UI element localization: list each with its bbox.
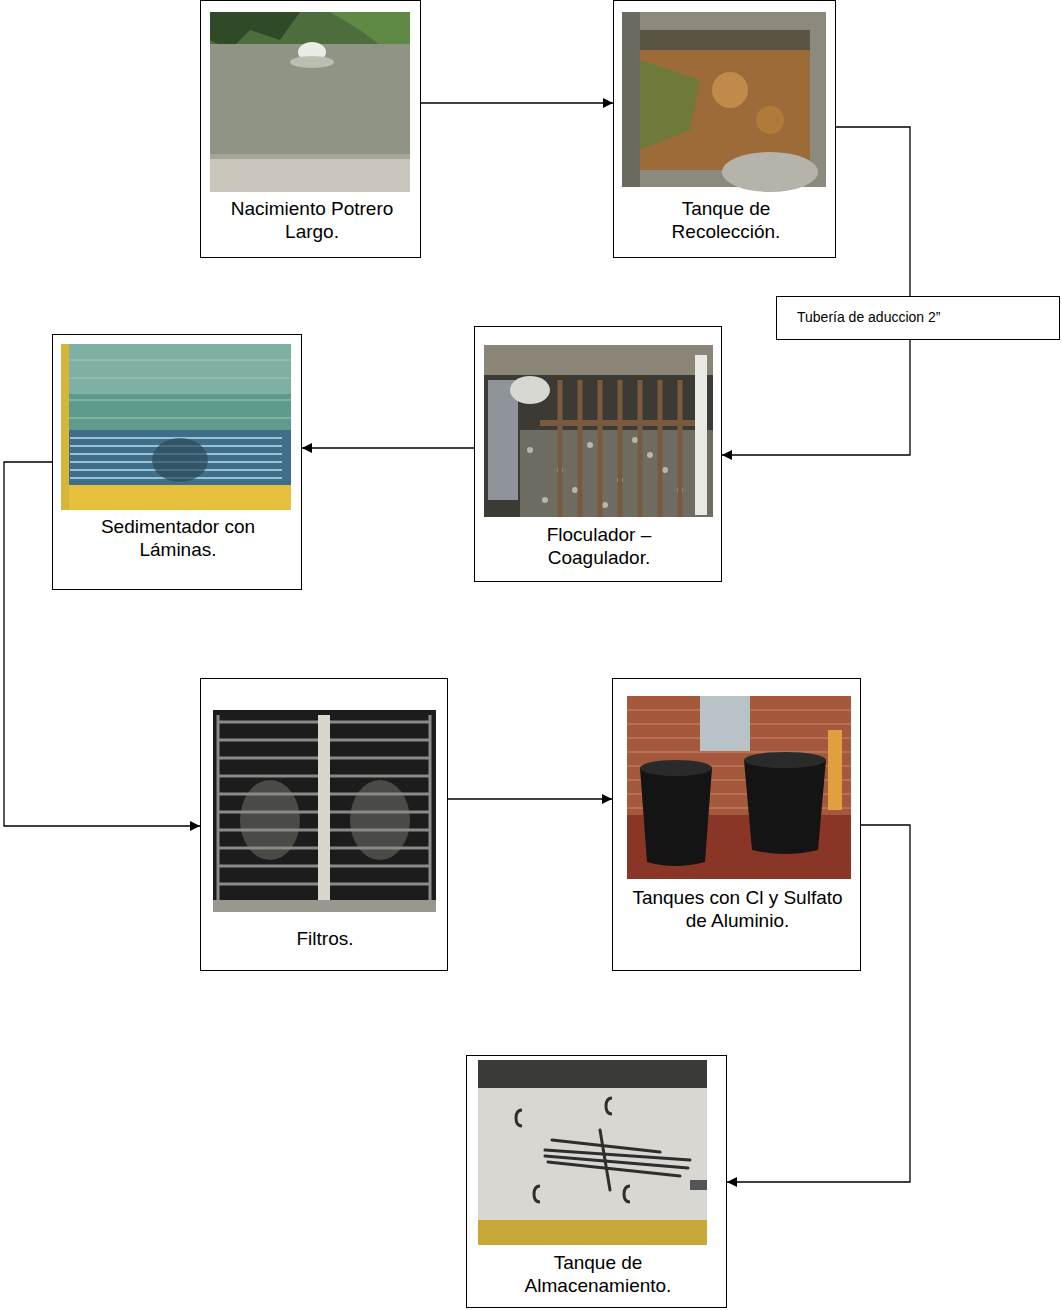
process-box: Floculador – Coagulador. [474,326,722,582]
node-caption: Sedimentador con Láminas. [68,515,288,561]
process-box: Sedimentador con Láminas. [52,334,302,590]
process-box: Tanque de Almacenamiento. [466,1055,727,1308]
process-box: Nacimiento Potrero Largo. [200,0,421,258]
node-caption: Floculador – Coagulador. [499,523,699,569]
process-box: Tanque de Recolección. [613,0,836,258]
node-caption: Tanque de Recolección. [631,197,821,243]
filters-photo [213,710,436,912]
process-box: Tanques con Cl y Sulfato de Aluminio. [612,678,861,971]
chemical-tanks-photo [627,696,851,879]
settler-photo [61,344,291,510]
flow-arrow [421,102,613,103]
flow-arrow [727,825,910,1182]
spring-photo [210,12,410,192]
node-caption: Tanques con Cl y Sulfato de Aluminio. [630,886,845,932]
flocculator-photo [484,345,713,517]
node-caption: Tanque de Almacenamiento. [483,1251,713,1297]
pipe-label: Tubería de aduccion 2” [776,296,1060,340]
flow-arrow [448,798,612,799]
collection-tank-photo [622,12,826,192]
flow-arrow [302,447,474,448]
node-caption: Filtros. [215,927,435,950]
flow-arrow [722,127,910,455]
storage-tank-photo [478,1060,707,1245]
node-caption: Nacimiento Potrero Largo. [212,197,412,243]
process-box: Filtros. [200,678,448,971]
